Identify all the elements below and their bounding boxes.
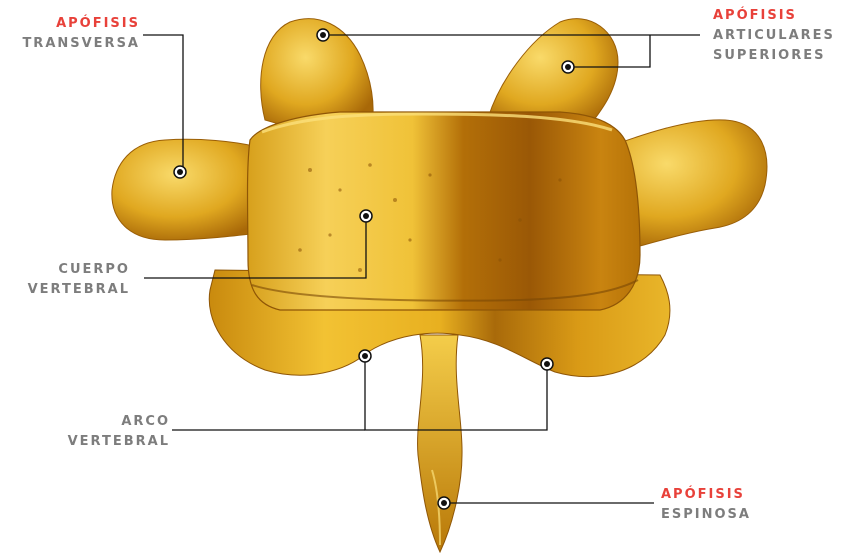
label-cuerpo-line1: CUERPO — [20, 260, 130, 280]
label-cuerpo-vertebral: CUERPO VERTEBRAL — [20, 260, 130, 300]
label-apofisis-transversa: APÓFISIS TRANSVERSA — [18, 14, 140, 54]
marker-arco-right — [541, 358, 553, 370]
marker-espinosa — [438, 497, 450, 509]
label-articulares-line3: SUPERIORES — [713, 46, 835, 66]
label-espinosa-line1: APÓFISIS — [661, 485, 751, 505]
marker-transversa — [174, 166, 186, 178]
left-transverse-process — [112, 139, 270, 240]
label-transversa-line1: APÓFISIS — [18, 14, 140, 34]
marker-arco-left — [359, 350, 371, 362]
label-apofisis-espinosa: APÓFISIS ESPINOSA — [661, 485, 751, 525]
label-apofisis-articulares: APÓFISIS ARTICULARES SUPERIORES — [713, 6, 835, 66]
label-arco-line1: ARCO — [20, 412, 170, 432]
label-arco-vertebral: ARCO VERTEBRAL — [20, 412, 170, 452]
label-arco-line2: VERTEBRAL — [20, 432, 170, 452]
label-articulares-line2: ARTICULARES — [713, 26, 835, 46]
marker-articular-left — [317, 29, 329, 41]
marker-cuerpo — [360, 210, 372, 222]
label-articulares-line1: APÓFISIS — [713, 6, 835, 26]
label-transversa-line2: TRANSVERSA — [18, 34, 140, 54]
marker-articular-right — [562, 61, 574, 73]
label-espinosa-line2: ESPINOSA — [661, 505, 751, 525]
vertebral-body — [248, 112, 641, 310]
label-cuerpo-line2: VERTEBRAL — [20, 280, 130, 300]
